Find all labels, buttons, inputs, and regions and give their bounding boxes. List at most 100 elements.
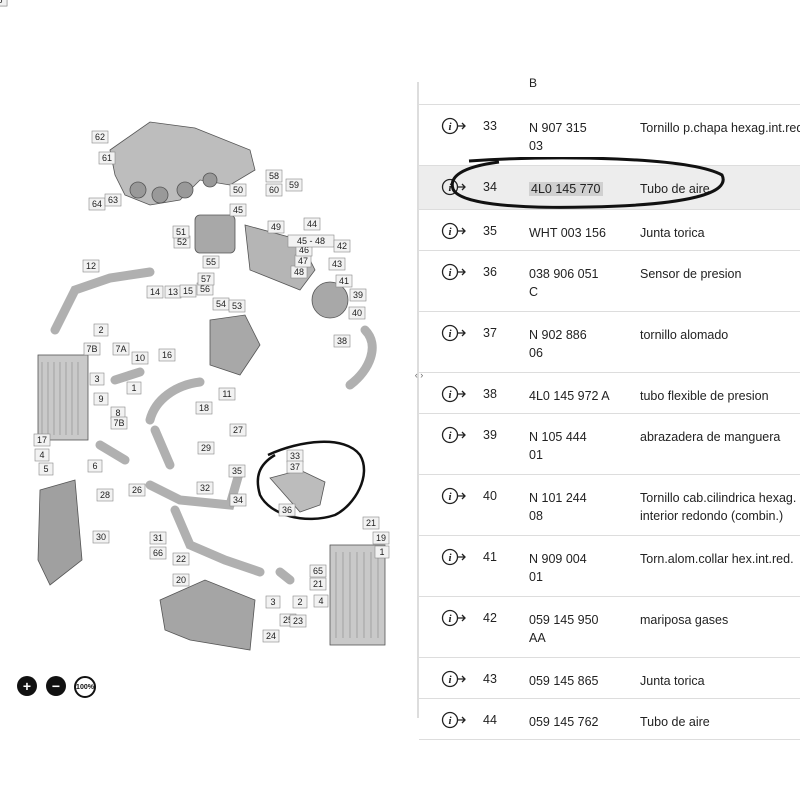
panel-splitter[interactable] — [417, 82, 419, 718]
callout-50[interactable]: 50 — [229, 183, 247, 197]
callout-36[interactable]: 36 — [278, 503, 296, 517]
info-arrow-icon[interactable]: i — [441, 426, 467, 444]
info-arrow-icon[interactable]: i — [441, 711, 467, 729]
callout-51[interactable]: 51 — [172, 225, 190, 239]
info-arrow-icon[interactable]: i — [441, 178, 467, 196]
callout-59[interactable]: 59 — [285, 178, 303, 192]
callout-6[interactable]: 6 — [0, 0, 8, 7]
callout-21[interactable]: 21 — [309, 577, 327, 591]
callout-27[interactable]: 27 — [229, 423, 247, 437]
callout-45[interactable]: 45 — [229, 203, 247, 217]
callout-40[interactable]: 40 — [348, 306, 366, 320]
callout-57[interactable]: 57 — [197, 272, 215, 286]
info-arrow-icon[interactable]: i — [441, 487, 467, 505]
callout-55[interactable]: 55 — [202, 255, 220, 269]
callout-24[interactable]: 24 — [262, 629, 280, 643]
callout-2[interactable]: 2 — [93, 323, 109, 337]
callout-53[interactable]: 53 — [228, 299, 246, 313]
info-arrow-icon[interactable]: i — [441, 385, 467, 403]
callout-37[interactable]: 37 — [286, 460, 304, 474]
callout-3[interactable]: 3 — [265, 595, 281, 609]
callout-13[interactable]: 13 — [164, 285, 182, 299]
callout-12[interactable]: 12 — [82, 259, 100, 273]
callout-35[interactable]: 35 — [228, 464, 246, 478]
info-arrow-icon[interactable]: i — [441, 263, 467, 281]
info-arrow-icon[interactable]: i — [441, 117, 467, 135]
callout-3[interactable]: 3 — [89, 372, 105, 386]
callout-1[interactable]: 1 — [374, 545, 390, 559]
callout-38[interactable]: 38 — [333, 334, 351, 348]
callout-48[interactable]: 48 — [290, 265, 308, 279]
callout-4[interactable]: 4 — [34, 448, 50, 462]
callout-2[interactable]: 2 — [292, 595, 308, 609]
callout-19[interactable]: 19 — [372, 531, 390, 545]
callout-42[interactable]: 42 — [333, 239, 351, 253]
callout-63[interactable]: 63 — [104, 193, 122, 207]
callout-11[interactable]: 11 — [218, 387, 236, 401]
callout-62[interactable]: 62 — [91, 130, 109, 144]
callout-21[interactable]: 21 — [362, 516, 380, 530]
callout-22[interactable]: 22 — [172, 552, 190, 566]
callout-33[interactable]: 33 — [286, 449, 304, 463]
info-arrow-icon[interactable]: i — [441, 324, 467, 342]
callout-47[interactable]: 47 — [294, 254, 312, 268]
callout-54[interactable]: 54 — [212, 297, 230, 311]
callout-65[interactable]: 65 — [309, 564, 327, 578]
callout-6[interactable]: 6 — [87, 459, 103, 473]
callout-15[interactable]: 15 — [179, 284, 197, 298]
callout-44[interactable]: 44 — [303, 217, 321, 231]
callout-9[interactable]: 9 — [93, 392, 109, 406]
zoom-out-button[interactable]: − — [46, 676, 66, 696]
callout-43[interactable]: 43 — [328, 257, 346, 271]
callout-5[interactable]: 5 — [38, 462, 54, 476]
callout-4[interactable]: 4 — [313, 594, 329, 608]
callout-49[interactable]: 49 — [267, 220, 285, 234]
callout-29[interactable]: 29 — [197, 441, 215, 455]
info-arrow-icon[interactable]: i — [441, 609, 467, 627]
callout-17[interactable]: 17 — [33, 433, 51, 447]
callout-8[interactable]: 8 — [110, 406, 126, 420]
callout-23[interactable]: 23 — [289, 614, 307, 628]
callout-64[interactable]: 64 — [88, 197, 106, 211]
callout-32[interactable]: 32 — [196, 481, 214, 495]
callout-7B[interactable]: 7B — [83, 342, 101, 356]
callout-31[interactable]: 31 — [149, 531, 167, 545]
callout-26[interactable]: 26 — [128, 483, 146, 497]
callout-28[interactable]: 28 — [96, 488, 114, 502]
info-arrow-icon[interactable]: i — [441, 222, 467, 240]
zoom-in-button[interactable]: + — [17, 676, 37, 696]
callout-34[interactable]: 34 — [229, 493, 247, 507]
callout-14[interactable]: 14 — [146, 285, 164, 299]
callout-39[interactable]: 39 — [349, 288, 367, 302]
splitter-handle[interactable]: ‹ › — [414, 370, 424, 380]
callout-30[interactable]: 30 — [92, 530, 110, 544]
callout-60[interactable]: 60 — [265, 183, 283, 197]
info-arrow-icon[interactable]: i — [441, 670, 467, 688]
callout-20[interactable]: 20 — [172, 573, 190, 587]
callout-45-48[interactable]: 45 - 48 — [287, 234, 335, 248]
info-arrow-icon[interactable]: i — [441, 548, 467, 566]
callout-61[interactable]: 61 — [98, 151, 116, 165]
callout-10[interactable]: 10 — [131, 351, 149, 365]
callout-58[interactable]: 58 — [265, 169, 283, 183]
callout-41[interactable]: 41 — [335, 274, 353, 288]
callout-7B[interactable]: 7B — [110, 416, 128, 430]
callout-7A[interactable]: 7A — [112, 342, 130, 356]
callout-66[interactable]: 66 — [149, 546, 167, 560]
callout-1[interactable]: 1 — [126, 381, 142, 395]
callout-18[interactable]: 18 — [195, 401, 213, 415]
zoom-reset-button[interactable]: 100% — [74, 676, 96, 698]
